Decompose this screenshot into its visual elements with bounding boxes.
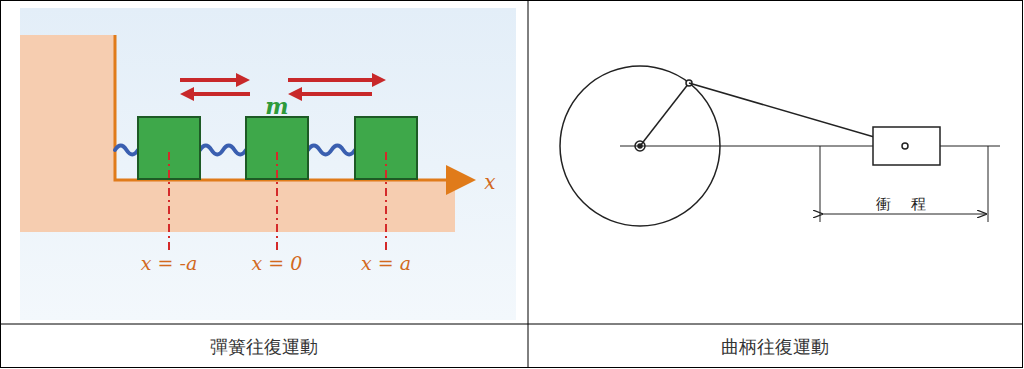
spring (115, 146, 138, 155)
table-divider (0, 324, 1023, 325)
wall-floor (20, 35, 455, 232)
mass-block (246, 117, 308, 179)
caption-cell: 曲柄往復運動 (721, 337, 829, 357)
panel-background (20, 8, 516, 320)
dimension-label: 衝 程 (872, 196, 937, 213)
spring (308, 146, 355, 155)
mass-label: m (265, 94, 288, 118)
position-label: x = a (361, 253, 411, 274)
position-label: x = 0 (252, 253, 303, 274)
position-label: x = -a (141, 253, 197, 274)
mass-block (138, 117, 200, 179)
axis-label: x (484, 171, 495, 193)
crank-mechanism (560, 66, 1000, 226)
caption-cell: 彈簧往復運動 (210, 337, 318, 357)
spring (200, 146, 246, 155)
mass-block (355, 117, 417, 179)
table-divider (528, 0, 529, 368)
position-lines (169, 152, 386, 250)
